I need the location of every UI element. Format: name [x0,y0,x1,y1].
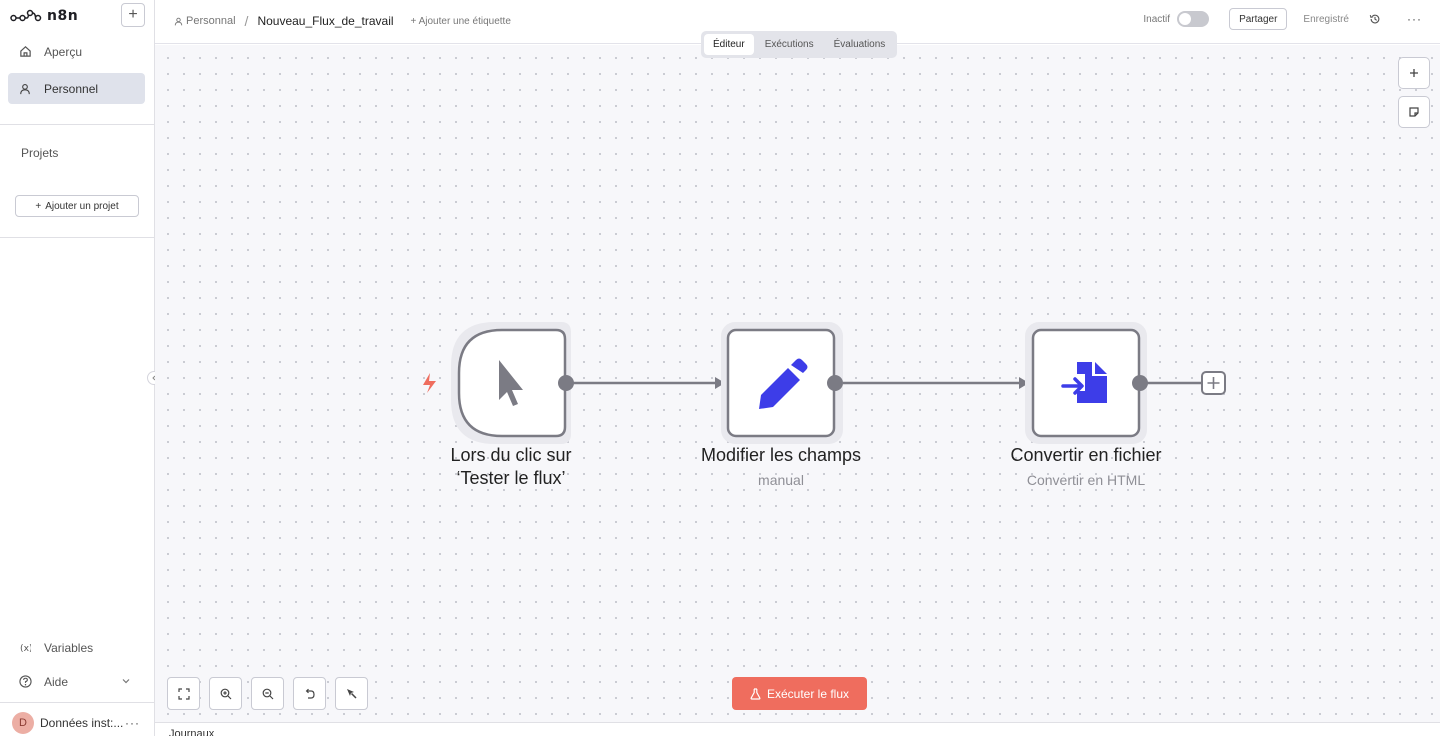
create-new-button[interactable]: + [121,3,145,27]
add-project-label: Ajouter un projet [45,200,119,212]
user-icon [174,17,183,25]
connection-edit-to-convert[interactable] [835,376,1036,390]
output-handle[interactable] [1132,375,1148,391]
fullscreen-icon [177,687,190,700]
saved-status: Enregistré [1303,13,1349,25]
header-actions: Inactif Partager Enregistré ··· [1143,8,1422,30]
sticky-note-icon [1409,107,1419,117]
workflow-name[interactable]: Nouveau_Flux_de_travail [257,14,394,28]
user-name: Données inst:... [40,716,124,730]
node-edit-fields[interactable] [721,322,843,444]
projects-heading: Projets [21,146,59,160]
sidebar-item-help[interactable]: Aide [8,666,145,697]
sidebar-item-label: Aide [44,674,69,689]
zoom-out-icon [262,688,273,699]
plus-icon [1410,69,1418,77]
node-manual-trigger[interactable] [451,322,574,444]
home-icon [18,45,32,59]
connection-trigger-to-edit[interactable] [566,376,732,390]
help-icon [18,675,32,689]
node-title-line: Lors du clic sur [450,445,572,465]
sidebar-item-label: Personnel [44,81,99,96]
tab-editor[interactable]: Éditeur [704,34,754,55]
output-handle[interactable] [827,375,843,391]
node-title: Convertir en fichier [1010,445,1162,465]
add-sticky-note-button[interactable] [1398,96,1430,128]
undo-icon [305,688,315,699]
variables-icon: (x) [18,641,32,655]
workflow-active-toggle[interactable] [1177,11,1210,27]
sidebar-item-label: Variables [44,640,94,655]
flask-icon [750,687,761,700]
sidebar-item-personal[interactable]: Personnel [8,73,145,104]
workflow-graph [423,322,1226,444]
tab-executions[interactable]: Exécutions [764,39,814,50]
logo-text: n8n [47,8,79,24]
sidebar-divider [0,702,154,703]
workflow-canvas[interactable]: Éditeur Exécutions Évaluations [155,31,1440,722]
sidebar-item-variables[interactable]: (x) Variables [8,632,145,663]
user-icon [18,82,32,96]
active-status-label: Inactif [1143,13,1171,25]
header: Personnal / Nouveau_Flux_de_travail + Aj… [155,0,1440,44]
logs-panel[interactable]: Journaux [155,722,1440,736]
tidy-up-button[interactable] [335,677,368,710]
more-options-icon[interactable]: ··· [1407,12,1422,26]
zoom-in-icon [220,688,231,699]
user-menu[interactable]: D Données inst:... [12,712,123,734]
chevron-left-icon [152,375,156,381]
file-convert-icon [1061,362,1107,403]
n8n-logo-icon [10,9,42,22]
chevron-down-icon [121,675,131,689]
avatar: D [12,712,34,734]
add-project-button[interactable]: + Ajouter un projet [15,195,139,217]
node-subtitle: manual [758,472,804,488]
add-node-button[interactable] [1398,57,1430,89]
trigger-bolt-icon [423,373,436,393]
add-tag-button[interactable]: + Ajouter une étiquette [410,15,511,27]
node-title-line: ‘Tester le flux’ [456,468,566,488]
fit-view-button[interactable] [167,677,200,710]
sidebar: n8n + Aperçu Personnel Projets + Ajouter… [0,0,161,736]
history-icon[interactable] [1369,12,1383,26]
execute-label: Exécuter le flux [766,686,850,701]
breadcrumb-project-label: Personnal [186,15,236,27]
plus-icon [1207,377,1220,389]
magic-wand-icon [347,689,357,699]
zoom-in-button[interactable] [209,677,242,710]
svg-text:(x): (x) [20,643,31,653]
node-title: Lors du clic sur ‘Tester le flux’ [391,444,631,490]
logs-label: Journaux [169,728,215,736]
view-tabs: Éditeur Exécutions Évaluations [701,31,898,58]
n8n-logo[interactable]: n8n [10,6,78,26]
node-convert-to-file[interactable] [1025,322,1148,444]
breadcrumb: Personnal / Nouveau_Flux_de_travail + Aj… [174,13,511,29]
share-button[interactable]: Partager [1229,8,1288,30]
cursor-icon [499,360,523,406]
plus-icon: + [35,200,42,212]
execute-workflow-button[interactable]: Exécuter le flux [732,677,867,710]
add-next-node-button[interactable] [1201,371,1226,395]
node-title: Modifier les champs [700,445,862,465]
tab-evaluations[interactable]: Évaluations [833,39,886,50]
sidebar-divider [0,124,154,125]
breadcrumb-separator: / [244,13,249,29]
breadcrumb-project[interactable]: Personnal [174,15,236,27]
more-icon[interactable]: ··· [125,716,140,730]
zoom-out-button[interactable] [251,677,284,710]
node-subtitle: Convertir en HTML [1026,472,1146,488]
pencil-icon [759,358,808,409]
reset-zoom-button[interactable] [293,677,326,710]
output-handle[interactable] [558,375,574,391]
sidebar-item-overview[interactable]: Aperçu [8,36,145,67]
sidebar-item-label: Aperçu [44,44,83,59]
sidebar-divider [0,237,154,238]
